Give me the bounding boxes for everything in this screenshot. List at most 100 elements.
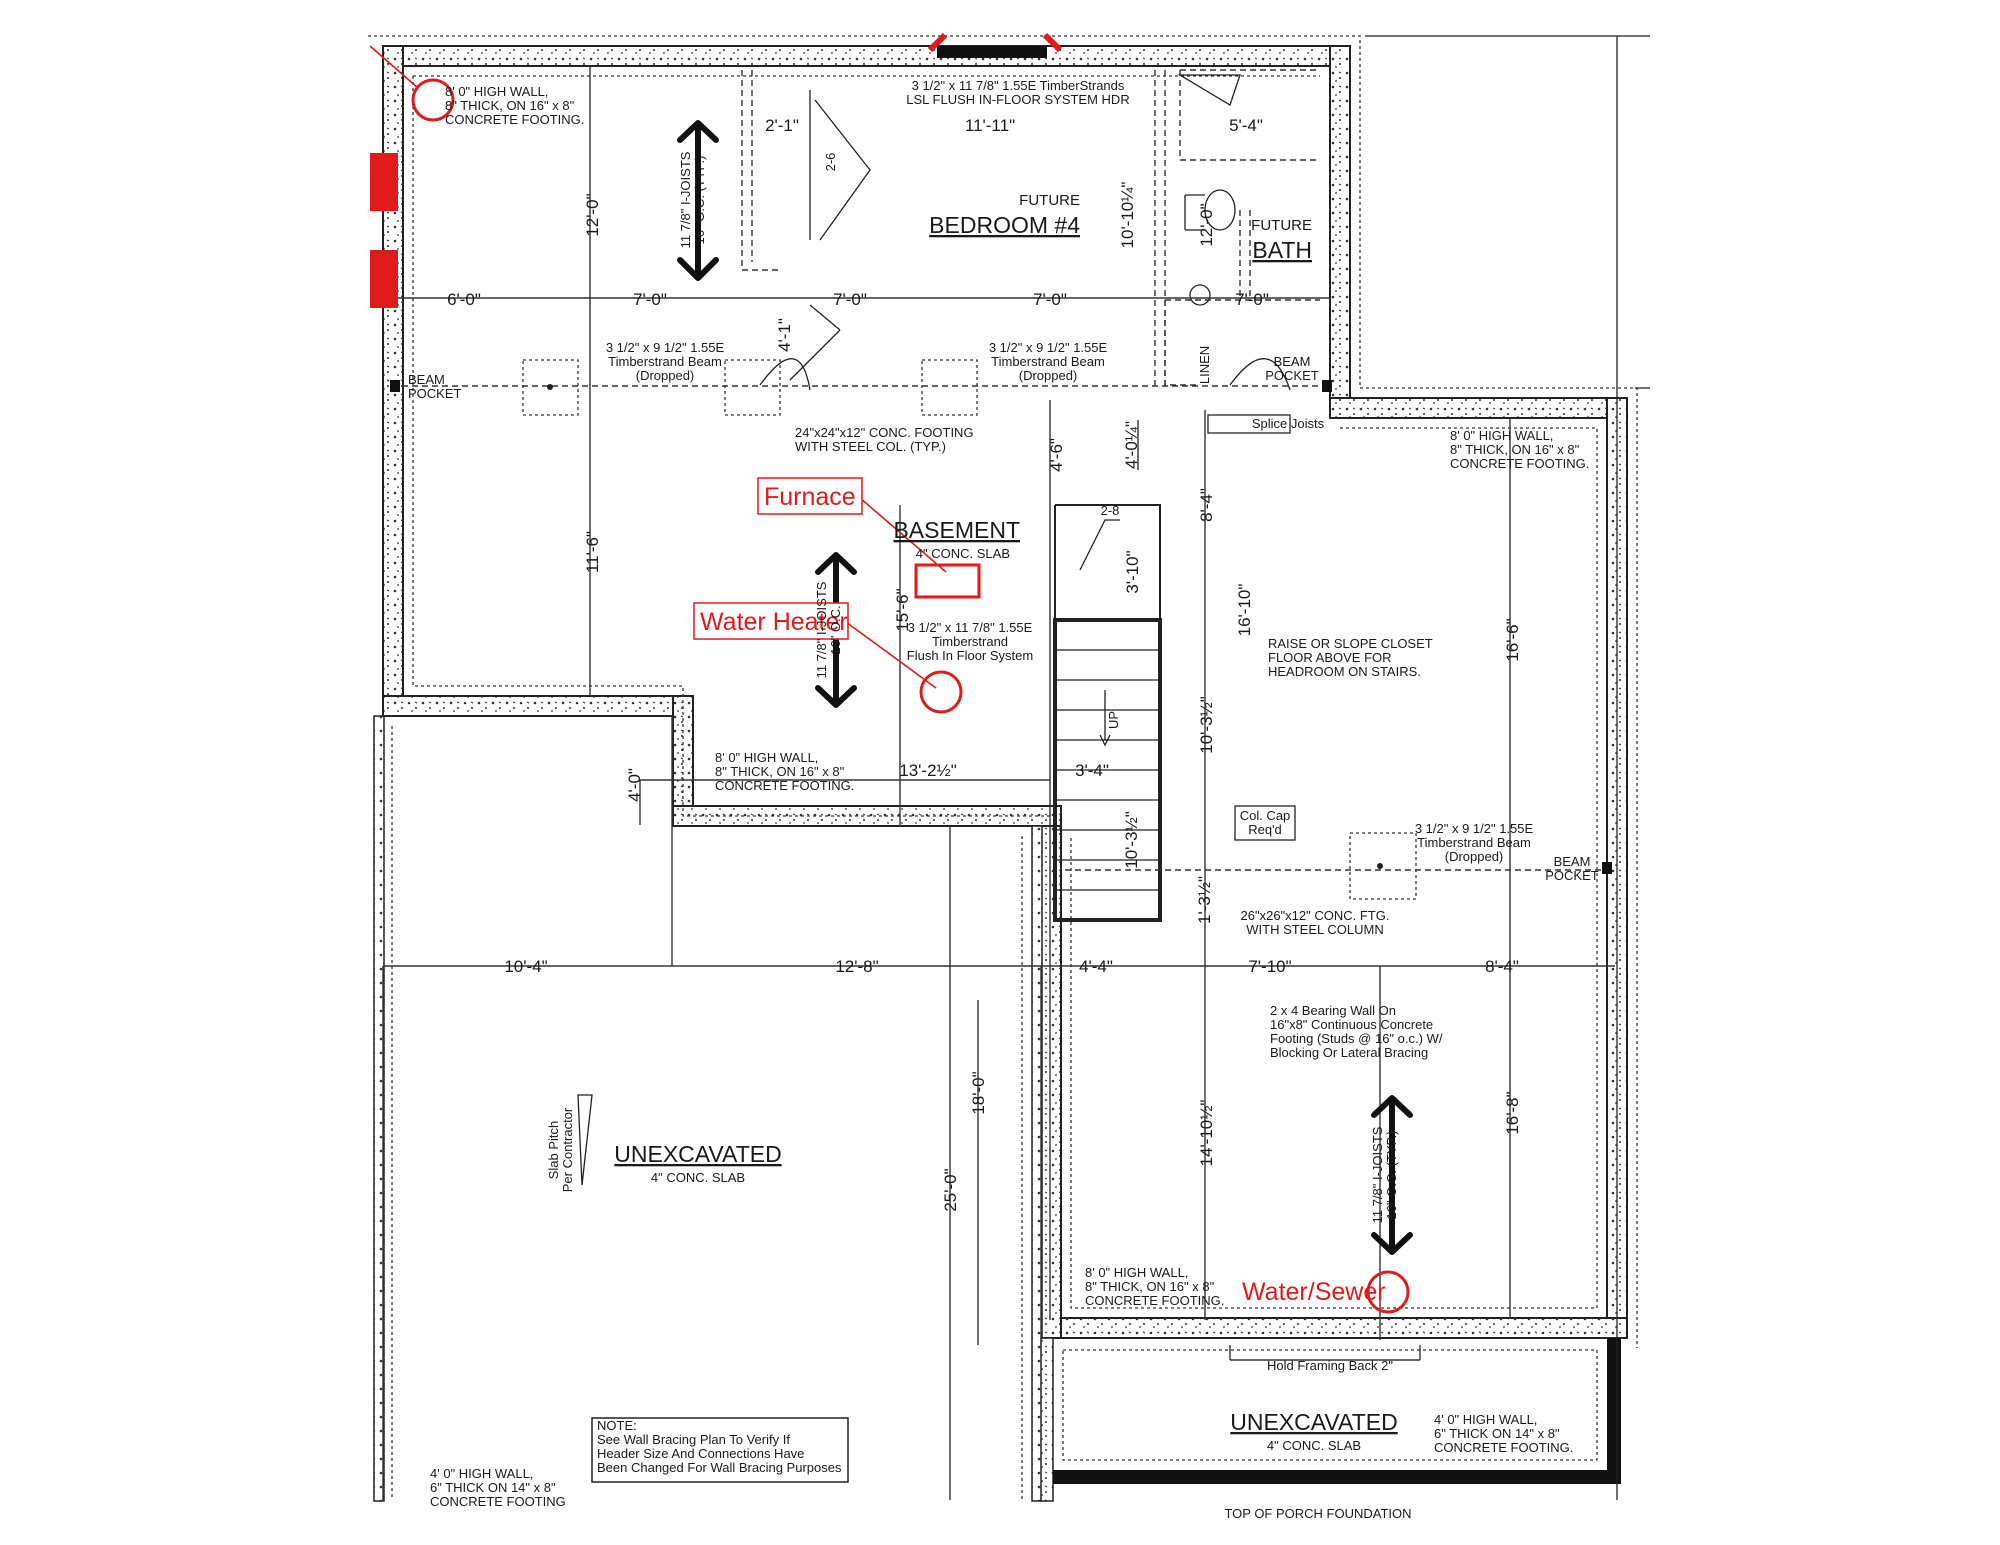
dim-10-4: 10'-4" [504,957,547,976]
note-line: Flush In Floor System [907,648,1033,663]
dimensions-horizontal: 6'-0" 7'-0" 7'-0" 7'-0" 7'-0" 2'-1" 11'-… [447,116,1519,976]
basement-label: BASEMENT [893,517,1020,543]
dim-4-4: 4'-4" [1079,957,1113,976]
note-line: (Dropped) [1019,368,1078,383]
note-line: CONCRETE FOOTING. [1434,1440,1573,1455]
note-line: 11 7/8" I-JOISTS [814,581,829,678]
furnace-annotation: Furnace [764,483,856,511]
dim-10-3-half-2: 10'-3½" [1122,811,1141,868]
note-line: 3 1/2" x 9 1/2" 1.55E [989,340,1108,355]
note-wall-bottom-right: 8' 0" HIGH WALL,8" THICK, ON 16" x 8"CON… [1085,1265,1224,1308]
door-2-6-label: 2-6 [823,153,838,172]
note-line: Footing (Studs @ 16" o.c.) W/ [1270,1031,1443,1046]
note-line: CONCRETE FOOTING. [1085,1293,1224,1308]
note-line: See Wall Bracing Plan To Verify If [597,1432,790,1447]
note-line: HEADROOM ON STAIRS. [1268,664,1421,679]
note-line: Blocking Or Lateral Bracing [1270,1045,1428,1060]
linen-label: LINEN [1197,346,1212,384]
dim-16-10: 16'-10" [1235,584,1254,637]
dim-18-0: 18'-0" [969,1071,988,1114]
joist-note-bedroom: 11 7/8" I-JOISTS16" O.C. (TYP.) [678,151,707,248]
dim-5-4: 5'-4" [1229,116,1263,135]
dim-12-0: 12'-0" [583,193,602,236]
slab-pitch-note: Slab PitchPer Contractor [546,1107,575,1192]
note-line: 2 x 4 Bearing Wall On [1270,1003,1396,1018]
note-line: 4' 0" HIGH WALL, [1434,1412,1537,1427]
note-line: RAISE OR SLOPE CLOSET [1268,636,1433,651]
note-line: WITH STEEL COL. (TYP.) [795,439,946,454]
dim-7-0-a: 7'-0" [633,290,667,309]
unexcavated-left-slab: 4" CONC. SLAB [651,1170,745,1185]
dim-6-0: 6'-0" [447,290,481,309]
note-line: 3 1/2" x 9 1/2" 1.55E [606,340,725,355]
note-line: Timberstrand Beam [1417,835,1531,850]
note-line: 8" THICK, ON 16" x 8" [445,98,575,113]
note-line: 6" THICK ON 14" x 8" [1434,1426,1560,1441]
dim-3-10: 3'-10" [1123,550,1142,593]
note-line: Header Size And Connections Have [597,1446,804,1461]
basement-slab-label: 4" CONC. SLAB [916,546,1010,561]
note-line: LSL FLUSH IN-FLOOR SYSTEM HDR [906,92,1129,107]
dim-7-0-c: 7'-0" [1033,290,1067,309]
dim-11-6: 11'-6" [583,531,602,573]
dim-4-0: 4'-0" [625,768,644,802]
door-2-8-label: 2-8 [1101,503,1120,518]
note-line: 16" O.C. (TYP.) [1384,1131,1399,1220]
note-wall-top-left: 8' 0" HIGH WALL,8" THICK, ON 16" x 8"CON… [445,84,584,127]
note-line: 8" THICK, ON 16" x 8" [1085,1279,1215,1294]
note-line: 4' 0" HIGH WALL, [430,1466,533,1481]
dimensions-vertical: 12'-0" 10'-10¼" 12'-0" 4'-1" 4'-6" 4'-0¼… [583,182,1522,1212]
joist-note-basement: 11 7/8" I-JOISTS16" O.C. [814,581,843,678]
water-sewer-marker [1366,1270,1410,1314]
dim-4-1: 4'-1" [775,318,794,352]
dim-13-2-half: 13'-2½" [899,761,956,780]
dim-4-6: 4'-6" [1047,438,1066,472]
note-line: 8" THICK, ON 16" x 8" [715,764,845,779]
dim-4-0-quarter: 4'-0¼" [1122,421,1141,469]
dim-3-4: 3'-4" [1075,761,1109,780]
note-line: (Dropped) [636,368,695,383]
dim-10-3-half: 10'-3½" [1197,696,1216,753]
note-line: 24"x24"x12" CONC. FOOTING [795,425,974,440]
dim-14-10-half: 14'-10½" [1197,1100,1216,1167]
bath-label: BATH [1252,237,1312,263]
plan-notes: 8' 0" HIGH WALL,8" THICK, ON 16" x 8"CON… [408,78,1599,1509]
interior-walls [741,69,1320,922]
note-wall-right: 8' 0" HIGH WALL,8" THICK, ON 16" x 8"CON… [1450,428,1589,471]
note-line: NOTE: [597,1418,637,1433]
note-line: Timberstrand Beam [991,354,1105,369]
note-line: 16"x8" Continuous Concrete [1270,1017,1433,1032]
note-line: 3 1/2" x 11 7/8" 1.55E TimberStrands [912,78,1125,93]
bedroom-future-label: FUTURE [1019,192,1080,209]
dim-11-11: 11'-11" [965,116,1015,135]
note-line: CONCRETE FOOTING. [445,112,584,127]
note-line: FLOOR ABOVE FOR [1268,650,1392,665]
rotated-notes: 11 7/8" I-JOISTS16" O.C. (TYP.) 11 7/8" … [546,151,1412,1521]
note-line: 8' 0" HIGH WALL, [715,750,818,765]
note-line: CONCRETE FOOTING. [715,778,854,793]
note-line: 8" THICK, ON 16" x 8" [1450,442,1580,457]
dim-1-3-half: 1'-3½" [1195,876,1214,924]
foundation-walls [373,45,1628,1502]
note-line: BEAM [1554,854,1591,869]
note-line: POCKET [1545,868,1599,883]
note-line: BEAM [408,372,445,387]
note-line: WITH STEEL COLUMN [1246,922,1383,937]
dim-8-4-vertical: 8'-4" [1197,488,1216,522]
bedroom-label: BEDROOM #4 [929,212,1080,238]
note-line: Slab Pitch [546,1121,561,1180]
note-line: Timberstrand Beam [608,354,722,369]
note-wall-mid: 8' 0" HIGH WALL,8" THICK, ON 16" x 8"CON… [715,750,854,793]
note-line: Been Changed For Wall Bracing Purposes [597,1460,842,1475]
dim-16-8: 16'-8" [1503,1091,1522,1134]
